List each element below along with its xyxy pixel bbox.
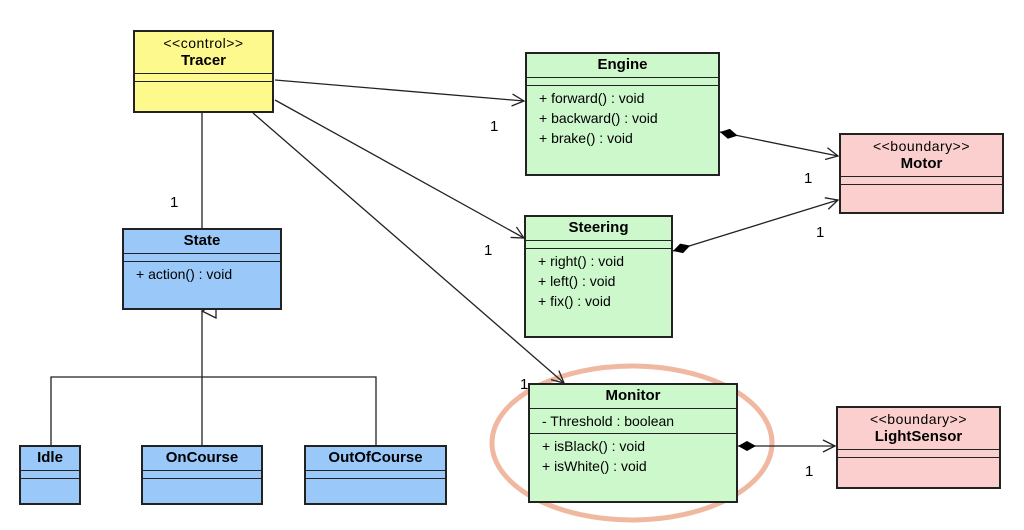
association-tracer-engine bbox=[274, 79, 524, 101]
class-idle-operations bbox=[21, 479, 79, 486]
class-motor-operations bbox=[841, 185, 1002, 192]
class-oncourse-operations bbox=[143, 479, 261, 486]
class-state-operation: + action() : void bbox=[136, 266, 233, 282]
class-state-attributes bbox=[124, 254, 280, 262]
class-idle[interactable]: Idle bbox=[19, 445, 81, 505]
class-motor-name: Motor bbox=[900, 155, 943, 172]
class-tracer-header: <<control>> Tracer bbox=[135, 32, 272, 74]
multiplicity-steering-motor: 1 bbox=[816, 224, 825, 241]
class-steering-name: Steering bbox=[568, 219, 629, 236]
composition-engine-motor bbox=[719, 132, 838, 156]
class-state[interactable]: State + action() : void bbox=[122, 228, 282, 310]
class-oncourse-name: OnCourse bbox=[165, 449, 239, 466]
composition-steering-motor bbox=[672, 200, 838, 251]
association-tracer-steering bbox=[274, 99, 524, 238]
class-monitor-operation: + isBlack() : void bbox=[542, 438, 646, 454]
class-outofcourse-header: OutOfCourse bbox=[306, 447, 445, 471]
class-monitor[interactable]: Monitor - Threshold : boolean + isBlack(… bbox=[528, 383, 738, 503]
class-oncourse[interactable]: OnCourse bbox=[141, 445, 263, 505]
multiplicity-monitor-lightsensor: 1 bbox=[805, 463, 814, 480]
class-steering-operation: + left() : void bbox=[538, 273, 616, 289]
class-oncourse-header: OnCourse bbox=[143, 447, 261, 471]
class-lightsensor-operations bbox=[838, 458, 999, 465]
class-idle-attributes bbox=[21, 471, 79, 479]
multiplicity-tracer-engine: 1 bbox=[490, 118, 499, 135]
class-outofcourse-name: OutOfCourse bbox=[328, 449, 423, 466]
class-steering-operation: + fix() : void bbox=[538, 293, 611, 309]
class-lightsensor[interactable]: <<boundary>> LightSensor bbox=[836, 406, 1001, 489]
class-motor[interactable]: <<boundary>> Motor bbox=[839, 133, 1004, 214]
class-monitor-operation: + isWhite() : void bbox=[542, 458, 647, 474]
class-steering[interactable]: Steering + right() : void + left() : voi… bbox=[524, 215, 673, 338]
association-tracer-monitor bbox=[252, 112, 564, 383]
class-engine-operation: + backward() : void bbox=[539, 110, 658, 126]
class-outofcourse[interactable]: OutOfCourse bbox=[304, 445, 447, 505]
class-motor-attributes bbox=[841, 177, 1002, 185]
multiplicity-tracer-monitor: 1 bbox=[520, 376, 529, 393]
class-engine-operations: + forward() : void + backward() : void +… bbox=[527, 86, 718, 150]
multiplicity-tracer-state: 1 bbox=[170, 194, 179, 211]
class-tracer[interactable]: <<control>> Tracer bbox=[133, 30, 274, 113]
class-oncourse-attributes bbox=[143, 471, 261, 479]
class-engine-header: Engine bbox=[527, 54, 718, 78]
class-outofcourse-attributes bbox=[306, 471, 445, 479]
class-engine-name: Engine bbox=[597, 56, 648, 73]
class-engine-attributes bbox=[527, 78, 718, 86]
class-lightsensor-name: LightSensor bbox=[874, 428, 963, 445]
class-state-header: State bbox=[124, 230, 280, 254]
class-state-operations: + action() : void bbox=[124, 262, 280, 286]
class-monitor-name: Monitor bbox=[605, 387, 661, 404]
class-outofcourse-operations bbox=[306, 479, 445, 486]
class-tracer-operations bbox=[135, 82, 272, 89]
class-idle-header: Idle bbox=[21, 447, 79, 471]
class-steering-header: Steering bbox=[526, 217, 671, 241]
class-monitor-header: Monitor bbox=[530, 385, 736, 409]
class-tracer-name: Tracer bbox=[180, 52, 227, 69]
class-steering-attributes bbox=[526, 241, 671, 249]
class-lightsensor-attributes bbox=[838, 450, 999, 458]
class-steering-operation: + right() : void bbox=[538, 253, 624, 269]
multiplicity-engine-motor: 1 bbox=[804, 170, 813, 187]
class-motor-stereotype: <<boundary>> bbox=[872, 138, 971, 154]
class-monitor-attribute: - Threshold : boolean bbox=[542, 413, 675, 429]
class-engine[interactable]: Engine + forward() : void + backward() :… bbox=[525, 52, 720, 176]
multiplicity-tracer-steering: 1 bbox=[484, 242, 493, 259]
class-steering-operations: + right() : void + left() : void + fix()… bbox=[526, 249, 671, 313]
class-engine-operation: + forward() : void bbox=[539, 90, 645, 106]
class-idle-name: Idle bbox=[37, 449, 63, 466]
class-lightsensor-header: <<boundary>> LightSensor bbox=[838, 408, 999, 450]
class-tracer-attributes bbox=[135, 74, 272, 82]
class-lightsensor-stereotype: <<boundary>> bbox=[869, 411, 968, 427]
class-tracer-stereotype: <<control>> bbox=[163, 35, 244, 51]
class-monitor-operations: + isBlack() : void + isWhite() : void bbox=[530, 434, 736, 478]
class-monitor-attributes: - Threshold : boolean bbox=[530, 409, 736, 434]
class-state-name: State bbox=[183, 232, 221, 249]
generalization-tree bbox=[50, 311, 377, 445]
class-motor-header: <<boundary>> Motor bbox=[841, 135, 1002, 177]
class-engine-operation: + brake() : void bbox=[539, 130, 633, 146]
